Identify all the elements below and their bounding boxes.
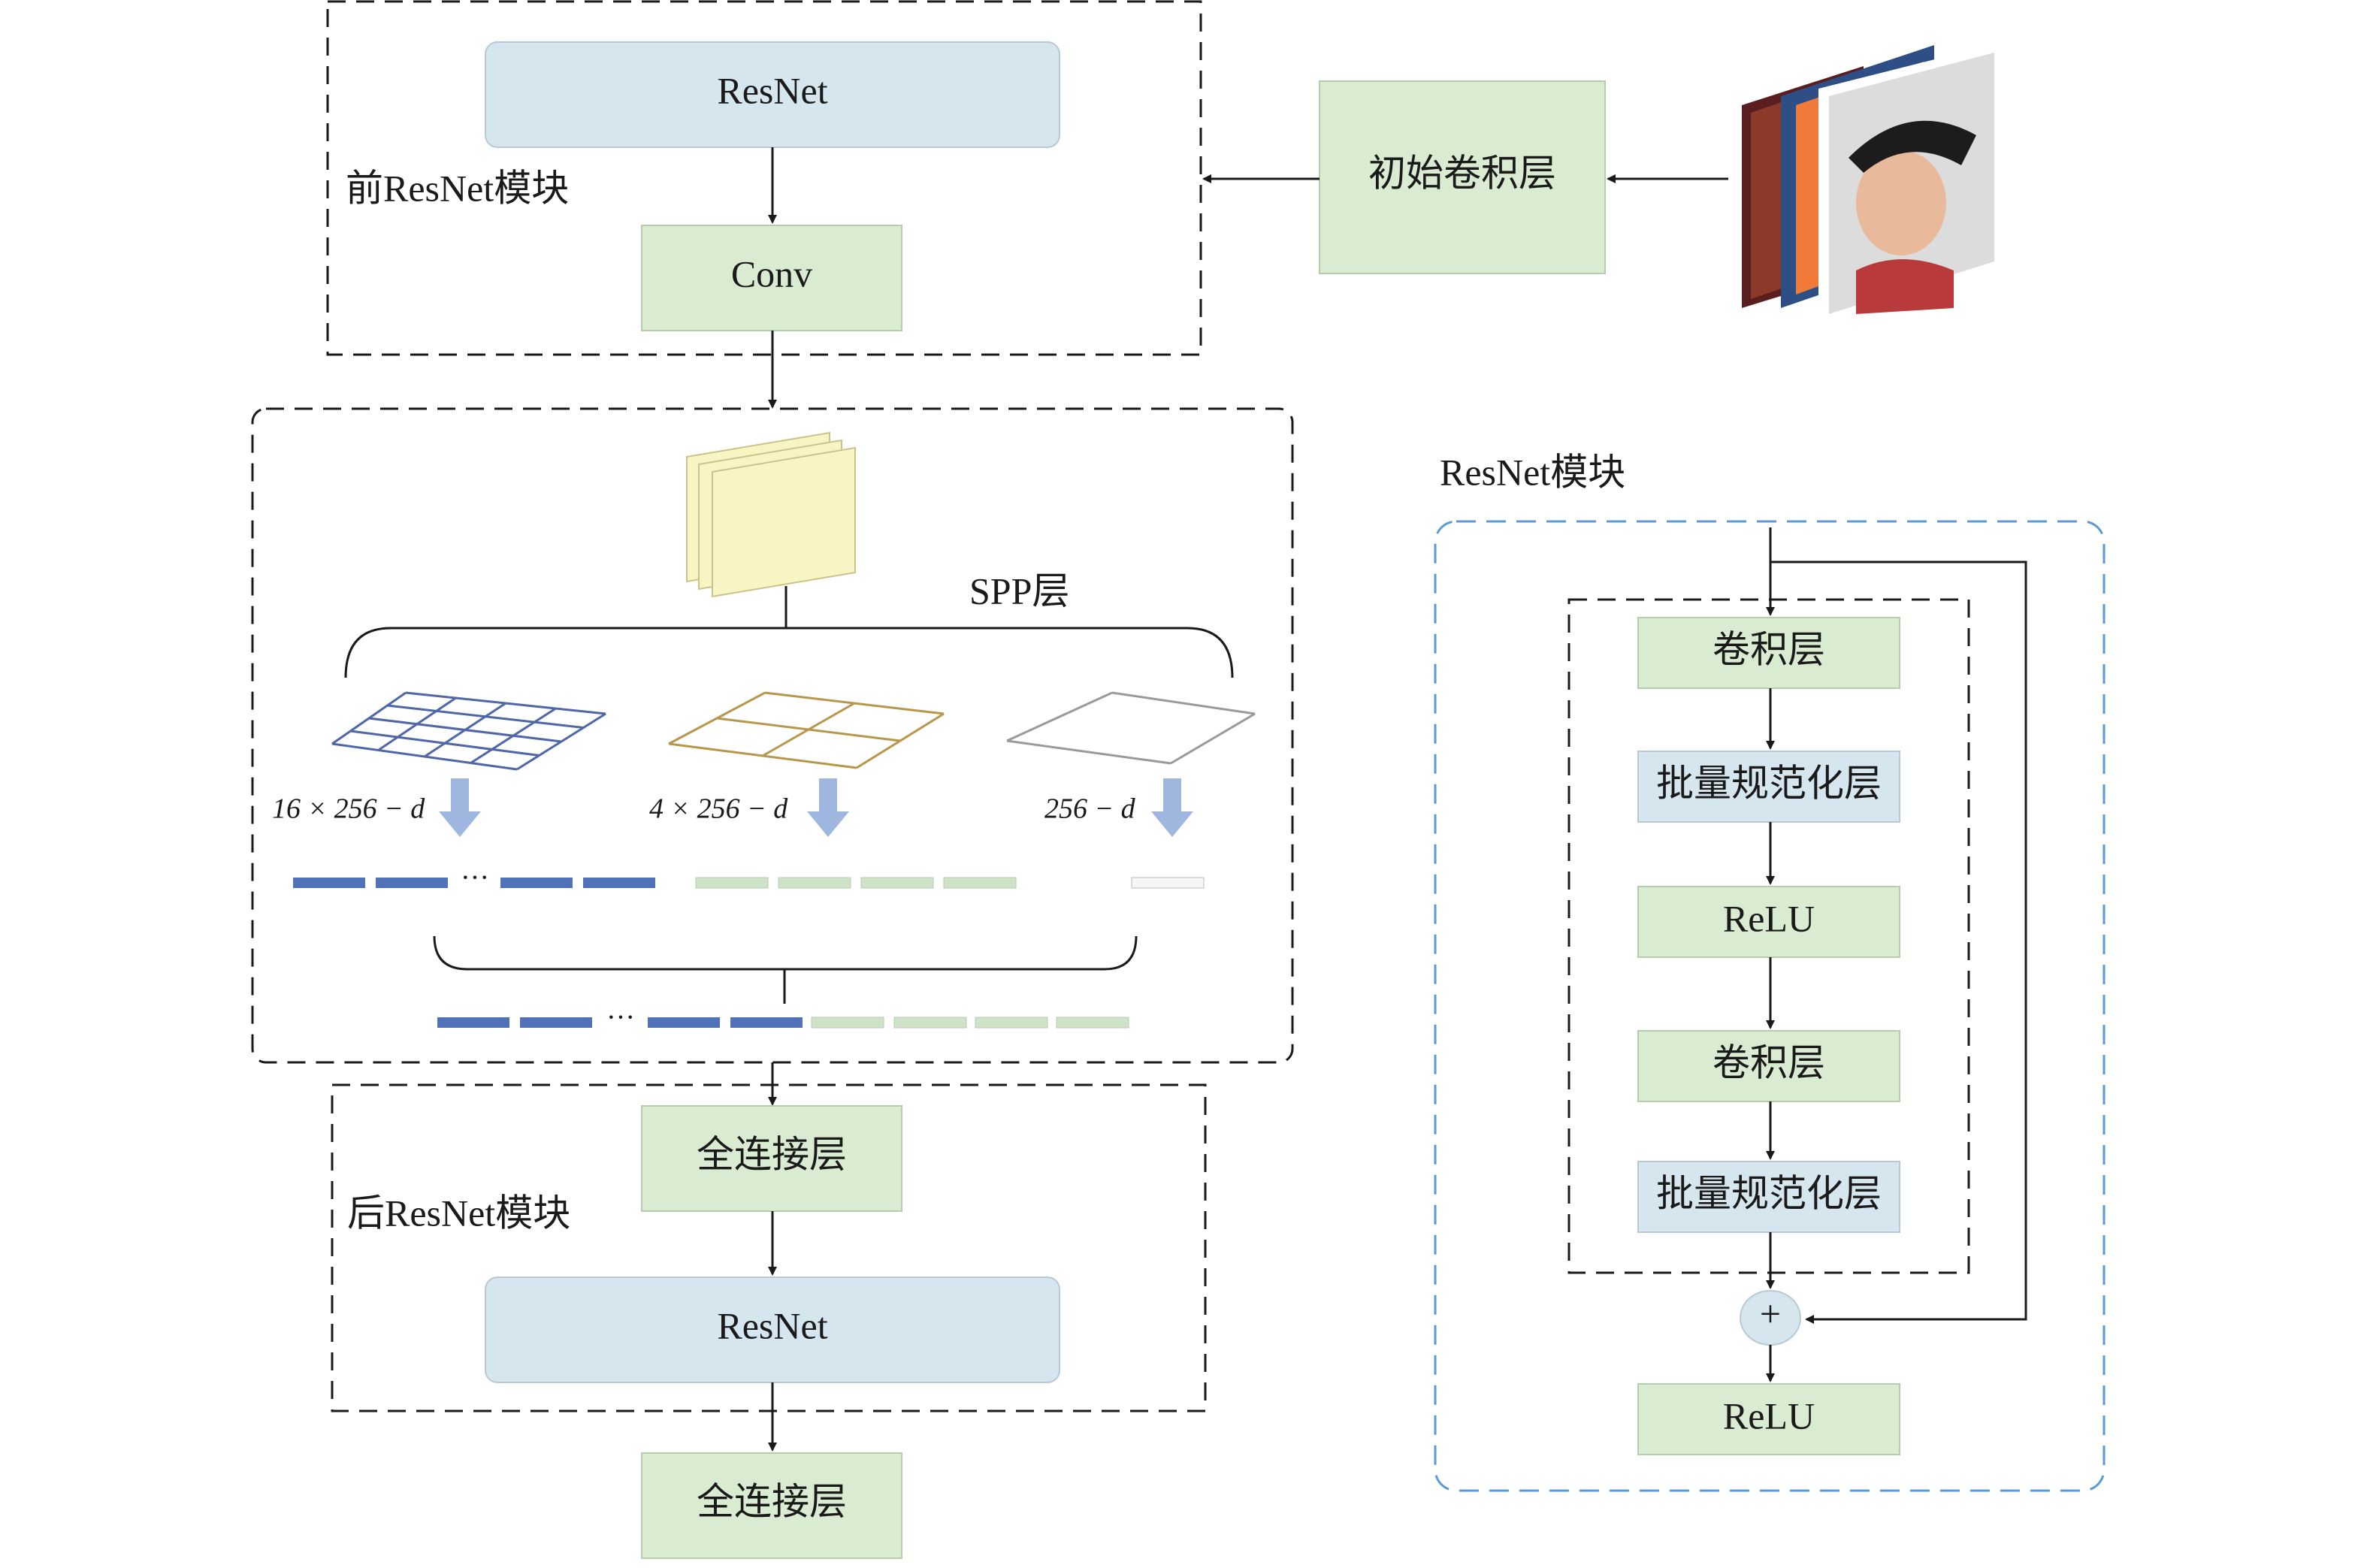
grid-line (668, 742, 857, 769)
block-layer-conv-1-label: 卷积层 (1713, 628, 1825, 670)
block-layer-bn-1 (1637, 751, 1900, 823)
block-layer-bn-2-label: 批量规范化层 (1656, 1172, 1882, 1214)
grid-4x4 (331, 691, 606, 771)
grid-line (762, 702, 855, 757)
post-module-label: 后ResNet模块 (347, 1192, 570, 1234)
post-fc-label: 全连接层 (697, 1133, 847, 1175)
ellipsis-row2: ··· (606, 1002, 635, 1034)
spp-bottom-brace (433, 935, 1138, 971)
add-node-symbol: + (1760, 1292, 1781, 1334)
pre-module-frame (326, 0, 1202, 356)
dim-label-4: 4 × 256 − d (649, 793, 788, 825)
grid-line (1170, 712, 1256, 765)
block-layer-bn-2 (1637, 1161, 1900, 1233)
grid-line (424, 702, 506, 758)
spp-frame (251, 407, 1294, 1064)
pre-module-label: 前ResNet模块 (346, 167, 569, 209)
skip-connection (1770, 560, 2027, 1324)
grid-line (1111, 691, 1256, 715)
block-layer-conv-2-label: 卷积层 (1713, 1041, 1825, 1083)
spp-top-brace (344, 627, 1234, 678)
resnet-block-frame (1434, 520, 2106, 1492)
grid-line (1006, 691, 1113, 742)
stacked-photos-icon (1742, 42, 2003, 325)
grid-line (1006, 739, 1171, 765)
grid-line (856, 712, 945, 769)
grid-line (470, 707, 557, 764)
grid-1x1 (1006, 691, 1256, 765)
block-layer-bn-1-label: 批量规范化层 (1656, 762, 1882, 804)
final-fc-label: 全连接层 (697, 1480, 847, 1522)
grid-2x2 (668, 691, 945, 769)
down-arrow-icon (807, 778, 849, 837)
vector-1-bar (1131, 877, 1205, 889)
down-arrow-icon (439, 778, 481, 837)
initial-conv-box (1319, 80, 1606, 274)
grid-line (516, 712, 606, 771)
ellipsis-row1: ··· (461, 863, 489, 894)
post-fc-box (641, 1105, 902, 1212)
spp-label: SPP层 (969, 569, 1069, 612)
dim-label-1: 256 − d (1044, 793, 1136, 825)
post-module-frame (331, 1083, 1207, 1412)
block-layer-relu-1 (1637, 886, 1900, 958)
block-output-relu (1637, 1383, 1900, 1455)
final-fc-box (641, 1452, 902, 1559)
vector-4-bars (695, 877, 1017, 889)
block-layer-relu-1-label: ReLU (1723, 897, 1815, 939)
block-layer-conv-1 (1637, 617, 1900, 689)
initial-conv-label: 初始卷积层 (1368, 152, 1556, 194)
post-resnet-label: ResNet (717, 1304, 827, 1346)
pre-resnet-label: ResNet (717, 69, 827, 111)
block-output-relu-label: ReLU (1723, 1394, 1815, 1437)
dim-label-16: 16 × 256 − d (272, 793, 425, 825)
conv-label: Conv (731, 252, 812, 295)
feature-maps-icon (686, 431, 856, 598)
block-layer-conv-2 (1637, 1030, 1900, 1102)
conv-box (641, 225, 902, 331)
resnet-block-inner-frame (1567, 598, 1970, 1274)
concat-vector (437, 1017, 1129, 1029)
down-arrow-icon (1151, 778, 1193, 837)
vector-16-bars (293, 878, 655, 888)
resnet-block-title: ResNet模块 (1440, 451, 1625, 493)
grid-line (331, 742, 518, 771)
grid-line (350, 730, 540, 757)
